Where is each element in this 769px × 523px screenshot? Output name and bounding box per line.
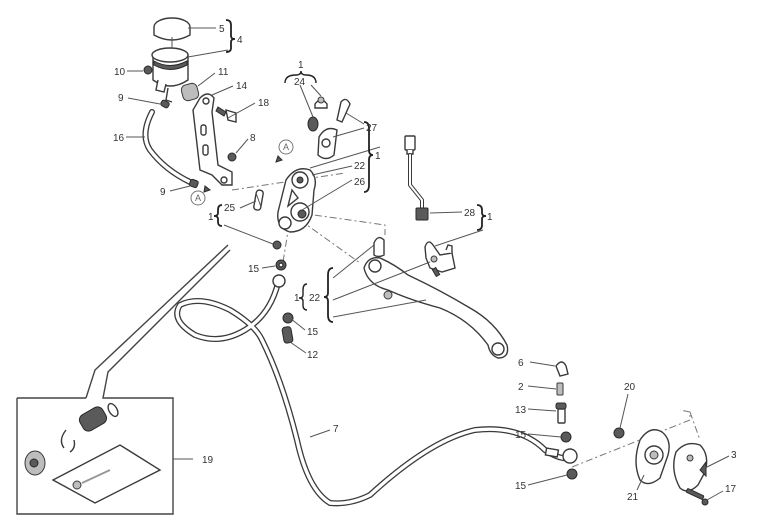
callout-6: 6 [518, 358, 524, 369]
spring-25[interactable] [253, 189, 264, 211]
callout-22-lever: 22 [309, 293, 321, 304]
alignment-line [299, 219, 361, 264]
cap-24[interactable] [307, 96, 328, 132]
callout-9-upper: 9 [118, 93, 124, 104]
nut[interactable] [272, 240, 282, 250]
callout-25: 25 [224, 203, 236, 214]
callout-1-cylinder: 1 [375, 151, 381, 162]
reservoir-cap[interactable] [153, 17, 191, 41]
alignment-line [571, 409, 701, 468]
kit-circlip [60, 429, 76, 453]
callout-11: 11 [218, 67, 229, 78]
sealing-washer[interactable] [566, 468, 578, 480]
nut-20[interactable] [613, 427, 625, 439]
alignment-line [231, 172, 346, 191]
pin-27[interactable] [336, 98, 351, 123]
alignment-line [299, 212, 386, 235]
clutch-switch[interactable] [404, 135, 429, 221]
clutch-hose[interactable] [174, 274, 578, 507]
callout-17: 17 [725, 484, 737, 495]
callout-13: 13 [515, 405, 527, 416]
callout-27: 27 [366, 123, 378, 134]
callout-7: 7 [333, 424, 339, 435]
reference-marker-upper: A [275, 139, 294, 163]
bleed-valve[interactable] [556, 382, 564, 396]
callout-9-lower: 9 [160, 187, 166, 198]
slave-cylinder[interactable] [635, 429, 670, 485]
bellows[interactable] [180, 82, 200, 102]
callout-1-lever: 1 [294, 293, 300, 304]
callout-14: 14 [236, 81, 248, 92]
screw-18[interactable] [215, 106, 237, 123]
reservoir-hose[interactable] [142, 109, 193, 185]
callout-labels: 5 4 10 11 14 18 9 16 8 9 1 24 27 1 22 26… [113, 24, 737, 503]
callout-5: 5 [219, 24, 225, 35]
callout-26: 26 [354, 177, 366, 188]
nut-10[interactable] [143, 65, 153, 75]
sealing-washer[interactable] [282, 312, 294, 324]
banjo-bolt-12[interactable] [281, 326, 294, 344]
svg-text:A: A [195, 193, 201, 203]
kit-bag [51, 444, 162, 504]
callout-1-switch: 1 [487, 212, 493, 223]
callout-19: 19 [202, 455, 214, 466]
callout-16: 16 [113, 133, 125, 144]
callout-21: 21 [627, 492, 639, 503]
callout-12: 12 [307, 350, 319, 361]
callout-20: 20 [624, 382, 636, 393]
reference-marker-lower: A [190, 185, 212, 206]
svg-text:A: A [283, 142, 289, 152]
callout-2: 2 [518, 382, 524, 393]
kit-piston [78, 402, 119, 432]
brackets [213, 19, 487, 323]
callout-24: 24 [294, 77, 306, 88]
master-cylinder-body[interactable] [277, 168, 317, 233]
callout-15-bottom: 15 [515, 481, 527, 492]
bracket[interactable] [192, 93, 233, 186]
callout-1-spring: 1 [208, 212, 214, 223]
kit-cap [24, 450, 46, 476]
callout-8: 8 [250, 133, 256, 144]
callout-18: 18 [258, 98, 270, 109]
cover-27[interactable] [317, 127, 338, 160]
bleed-cap[interactable] [555, 361, 569, 377]
sealing-washer[interactable] [560, 431, 572, 443]
adjuster-block[interactable] [424, 241, 456, 278]
callout-10: 10 [114, 67, 126, 78]
callout-1-top: 1 [298, 60, 304, 71]
callout-3: 3 [731, 450, 737, 461]
slave-cover[interactable] [673, 442, 708, 492]
banjo-bolt-13[interactable] [555, 402, 567, 424]
callout-22-body: 22 [354, 161, 366, 172]
hose-clamp-upper[interactable] [160, 99, 170, 109]
screw-17[interactable] [685, 488, 709, 506]
clutch-lever[interactable] [363, 257, 509, 359]
reservoir-body[interactable] [151, 37, 189, 103]
pivot-bushing[interactable] [373, 236, 385, 258]
alignment-lines [231, 172, 701, 468]
callout-15-lower: 15 [515, 430, 527, 441]
nut-8[interactable] [227, 152, 237, 162]
callout-28: 28 [464, 208, 476, 219]
callout-15-mid: 15 [307, 327, 319, 338]
callout-15-top: 15 [248, 264, 260, 275]
leader-lines [126, 27, 730, 501]
hose-clamp-lower[interactable] [188, 178, 199, 189]
callout-4: 4 [237, 35, 243, 46]
repair-kit-box[interactable] [16, 244, 231, 515]
